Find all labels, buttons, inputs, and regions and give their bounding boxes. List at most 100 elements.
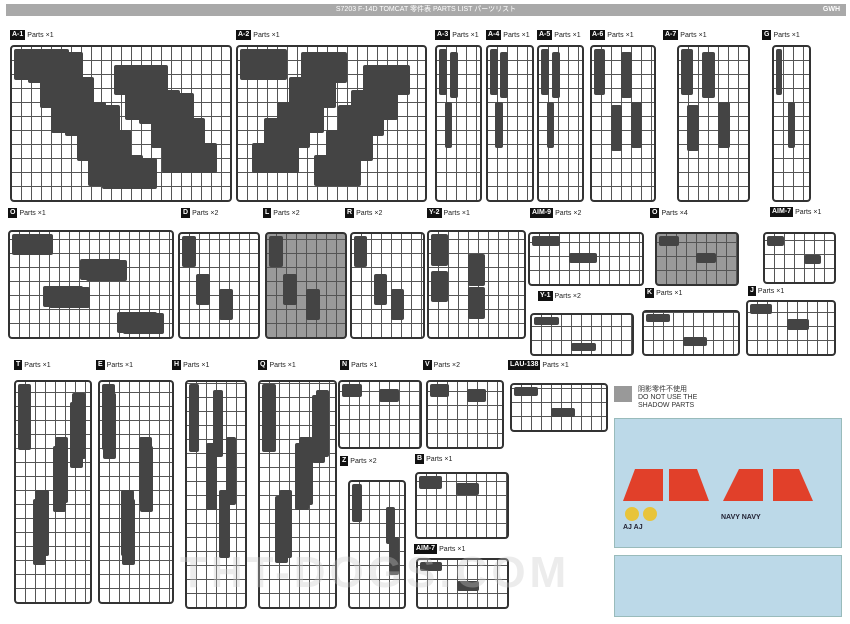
model-part: [659, 236, 679, 246]
model-part: [499, 51, 508, 98]
parts-qty: ×1: [287, 361, 296, 369]
model-part: [52, 446, 66, 512]
model-part: [514, 387, 538, 396]
sprue-frame-a-5: [537, 45, 584, 202]
model-part: [12, 234, 53, 255]
model-part: [306, 289, 321, 320]
parts-qty: ×1: [674, 289, 683, 297]
parts-word: Parts: [356, 209, 373, 217]
parts-word: Parts: [439, 545, 456, 553]
model-part: [274, 495, 288, 563]
parts-qty: ×2: [573, 209, 582, 217]
parts-word: Parts: [183, 361, 200, 369]
model-part: [283, 273, 298, 305]
model-part: [683, 337, 707, 346]
parts-word: Parts: [773, 31, 790, 39]
tail-decal: [773, 469, 813, 501]
model-part: [113, 64, 168, 96]
model-part: [490, 49, 498, 95]
sprue-code: A-7: [663, 30, 679, 40]
model-part: [534, 317, 559, 325]
aj-decal-text: AJ AJ: [623, 524, 643, 531]
sprue-frame-n: [338, 380, 422, 449]
model-part: [102, 158, 157, 189]
model-part: [182, 236, 197, 267]
parts-qty: ×1: [369, 361, 378, 369]
sprue-code: E: [96, 360, 105, 370]
sprue-frame-y-2: [427, 230, 526, 339]
parts-qty: ×1: [201, 361, 210, 369]
model-part: [206, 442, 217, 510]
sprue-frame-y-1: [530, 313, 634, 356]
model-part: [444, 102, 453, 148]
squadron-emblem: [625, 507, 639, 521]
sprue-frame-o: [8, 230, 174, 339]
sprue-code: R: [345, 208, 355, 218]
decal-sheet-main: NAVY NAVY AJ AJ: [614, 418, 842, 548]
sprue-frame-a-7: [677, 45, 750, 202]
sprue-code: Q: [258, 360, 268, 370]
model-part: [494, 102, 503, 148]
sprue-frame-a-3: [435, 45, 482, 202]
legend-cn: 阴影零件不使用: [638, 386, 687, 393]
model-part: [750, 304, 772, 315]
sprue-code: A-3: [435, 30, 451, 40]
sprue-code: AIM-7: [770, 207, 794, 217]
model-part: [295, 442, 309, 510]
sprue-code: AIM-9: [530, 208, 554, 218]
parts-word: Parts: [273, 209, 290, 217]
parts-qty: ×1: [470, 31, 479, 39]
model-part: [219, 289, 234, 320]
parts-qty: ×1: [461, 209, 470, 217]
parts-qty: ×2: [210, 209, 219, 217]
model-part: [686, 104, 700, 151]
model-part: [546, 102, 555, 148]
sprue-code: A-6: [590, 30, 606, 40]
model-part: [139, 446, 153, 512]
parts-qty: ×2: [452, 361, 460, 369]
parts-qty: ×1: [37, 209, 46, 217]
parts-word: Parts: [24, 361, 41, 369]
model-part: [342, 384, 362, 397]
model-part: [69, 402, 84, 468]
parts-qty: ×1: [776, 287, 785, 295]
header-title: S7203 F-14D TOMCAT 零件表 PARTS LIST パーツリスト: [335, 6, 517, 13]
model-part: [269, 236, 284, 267]
parts-word: Parts: [443, 209, 460, 217]
model-part: [226, 437, 237, 505]
parts-word: Parts: [757, 287, 775, 295]
model-part: [594, 49, 606, 95]
model-part: [212, 389, 224, 457]
model-part: [42, 286, 83, 307]
model-part: [646, 314, 670, 323]
parts-word: Parts: [27, 31, 44, 39]
parts-qty: ×1: [45, 31, 54, 39]
model-part: [28, 52, 83, 83]
shadow-swatch: [614, 386, 632, 402]
parts-word: Parts: [542, 361, 559, 369]
sprue-code: L: [263, 208, 272, 218]
parts-word: Parts: [19, 209, 36, 217]
sprue-code: K: [645, 288, 655, 298]
parts-qty: ×2: [572, 292, 581, 300]
sprue-frame-o: [655, 232, 739, 286]
parts-qty: ×1: [625, 31, 634, 39]
model-part: [431, 270, 449, 302]
parts-word: Parts: [433, 361, 451, 369]
model-part: [337, 105, 385, 136]
parts-qty: ×1: [572, 31, 581, 39]
